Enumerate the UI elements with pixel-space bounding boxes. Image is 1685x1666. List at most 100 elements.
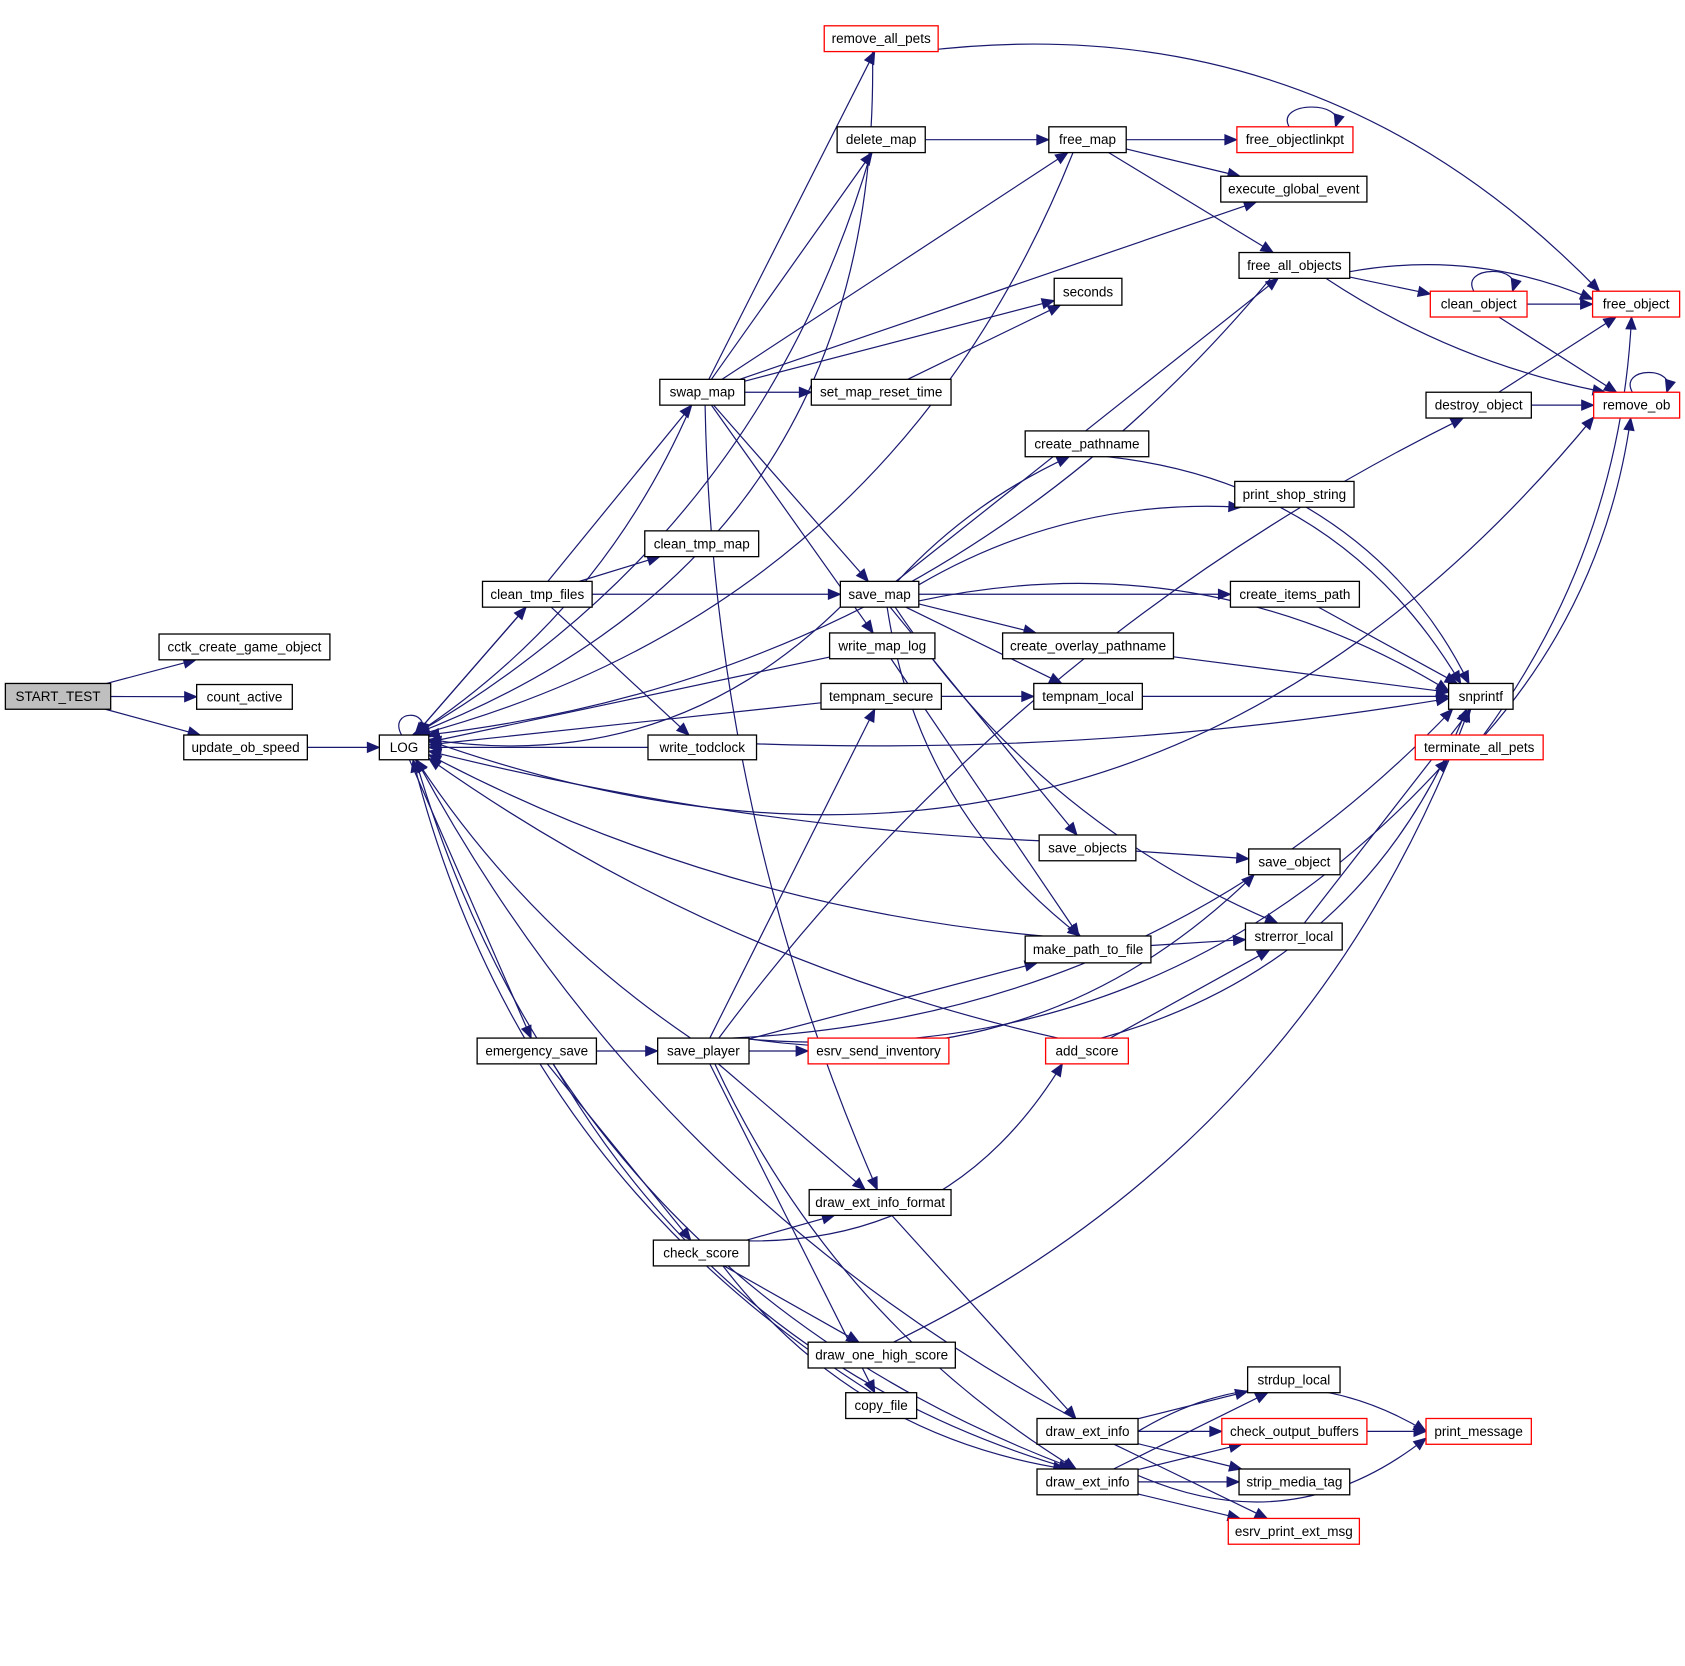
node-START-TEST[interactable]: START_TEST <box>4 682 112 710</box>
node-LOG[interactable]: LOG <box>378 734 430 761</box>
node-strdup-local[interactable]: strdup_local <box>1246 1366 1341 1394</box>
node-write-map-log[interactable]: write_map_log <box>828 632 936 660</box>
node-draw-one-high-score[interactable]: draw_one_high_score <box>807 1341 956 1369</box>
node-box[interactable] <box>1038 834 1137 862</box>
node-save-object[interactable]: save_object <box>1248 848 1341 876</box>
node-execute-global-event[interactable]: execute_global_event <box>1220 175 1368 203</box>
node-box[interactable] <box>820 682 943 710</box>
node-save-map[interactable]: save_map <box>839 580 920 608</box>
node-box[interactable] <box>4 682 112 710</box>
node-remove-ob[interactable]: remove_ob <box>1593 391 1681 419</box>
node-box[interactable] <box>481 580 593 608</box>
node-box[interactable] <box>183 734 308 761</box>
node-clean-tmp-files[interactable]: clean_tmp_files <box>481 580 593 608</box>
node-cctk-create-game-object[interactable]: cctk_create_game_object <box>158 633 331 661</box>
node-box[interactable] <box>1001 632 1175 660</box>
node-box[interactable] <box>1425 1417 1532 1445</box>
node-box[interactable] <box>1425 391 1532 419</box>
node-box[interactable] <box>1447 682 1514 710</box>
node-free-map[interactable]: free_map <box>1048 126 1127 154</box>
node-draw-ext-info-b[interactable]: draw_ext_info <box>1036 1468 1139 1496</box>
node-make-path-to-file[interactable]: make_path_to_file <box>1024 935 1152 964</box>
node-tempnam-local[interactable]: tempnam_local <box>1033 682 1143 710</box>
node-save-objects[interactable]: save_objects <box>1038 834 1137 862</box>
node-box[interactable] <box>836 126 926 154</box>
node-swap-map[interactable]: swap_map <box>659 378 746 406</box>
node-box[interactable] <box>1053 277 1123 306</box>
node-terminate-all-pets[interactable]: terminate_all_pets <box>1414 734 1544 761</box>
node-create-pathname[interactable]: create_pathname <box>1024 430 1150 458</box>
node-box[interactable] <box>378 734 430 761</box>
node-box[interactable] <box>1036 1417 1139 1445</box>
node-draw-ext-info-a[interactable]: draw_ext_info <box>1036 1417 1139 1445</box>
node-box[interactable] <box>810 378 952 406</box>
node-box[interactable] <box>659 378 746 406</box>
node-box[interactable] <box>657 1037 750 1065</box>
node-box[interactable] <box>1429 290 1528 318</box>
node-box[interactable] <box>1048 126 1127 154</box>
node-box[interactable] <box>647 734 758 761</box>
node-box[interactable] <box>845 1392 918 1420</box>
node-write-todclock[interactable]: write_todclock <box>647 734 758 761</box>
node-save-player[interactable]: save_player <box>657 1037 750 1065</box>
node-tempnam-secure[interactable]: tempnam_secure <box>820 682 943 710</box>
node-box[interactable] <box>1248 848 1341 876</box>
node-box[interactable] <box>1238 251 1351 279</box>
node-box[interactable] <box>807 1037 950 1065</box>
node-box[interactable] <box>808 1188 952 1217</box>
node-print-message[interactable]: print_message <box>1425 1417 1532 1445</box>
node-box[interactable] <box>1220 175 1368 203</box>
node-box[interactable] <box>1591 290 1681 318</box>
node-free-object[interactable]: free_object <box>1591 290 1681 318</box>
node-box[interactable] <box>1236 126 1354 154</box>
node-strip-media-tag[interactable]: strip_media_tag <box>1238 1468 1351 1496</box>
node-box[interactable] <box>1221 1417 1368 1445</box>
node-free-objectlinkpt[interactable]: free_objectlinkpt <box>1236 126 1354 154</box>
node-seconds[interactable]: seconds <box>1053 277 1123 306</box>
node-create-items-path[interactable]: create_items_path <box>1229 580 1361 608</box>
node-snprintf[interactable]: snprintf <box>1447 682 1514 710</box>
node-box[interactable] <box>476 1037 598 1065</box>
node-box[interactable] <box>1033 682 1143 710</box>
node-box[interactable] <box>1414 734 1544 761</box>
node-free-all-objects[interactable]: free_all_objects <box>1238 251 1351 279</box>
node-esrv-send-inventory[interactable]: esrv_send_inventory <box>807 1037 950 1065</box>
node-clean-tmp-map[interactable]: clean_tmp_map <box>644 530 760 558</box>
node-emergency-save[interactable]: emergency_save <box>476 1037 598 1065</box>
node-box[interactable] <box>1044 1037 1129 1065</box>
node-box[interactable] <box>839 580 920 608</box>
node-box[interactable] <box>1229 580 1361 608</box>
node-box[interactable] <box>823 25 939 53</box>
node-create-overlay-pathname[interactable]: create_overlay_pathname <box>1001 632 1175 660</box>
node-box[interactable] <box>1024 935 1152 964</box>
node-box[interactable] <box>828 632 936 660</box>
node-box[interactable] <box>1593 391 1681 419</box>
node-print-shop-string[interactable]: print_shop_string <box>1234 480 1355 508</box>
node-delete-map[interactable]: delete_map <box>836 126 926 154</box>
node-add-score[interactable]: add_score <box>1044 1037 1129 1065</box>
node-box[interactable] <box>1238 1468 1351 1496</box>
node-draw-ext-info-format[interactable]: draw_ext_info_format <box>808 1188 952 1217</box>
node-box[interactable] <box>1227 1517 1361 1545</box>
node-box[interactable] <box>1024 430 1150 458</box>
node-count-active[interactable]: count_active <box>196 683 293 710</box>
node-strerror-local[interactable]: strerror_local <box>1244 922 1343 951</box>
node-set-map-reset-time[interactable]: set_map_reset_time <box>810 378 952 406</box>
node-box[interactable] <box>1244 922 1343 951</box>
node-check-output-buffers[interactable]: check_output_buffers <box>1221 1417 1368 1445</box>
node-box[interactable] <box>1234 480 1355 508</box>
node-remove-all-pets[interactable]: remove_all_pets <box>823 25 939 53</box>
node-box[interactable] <box>652 1239 750 1267</box>
node-destroy-object[interactable]: destroy_object <box>1425 391 1532 419</box>
node-box[interactable] <box>158 633 331 661</box>
node-clean-object[interactable]: clean_object <box>1429 290 1528 318</box>
node-check-score[interactable]: check_score <box>652 1239 750 1267</box>
node-box[interactable] <box>644 530 760 558</box>
node-esrv-print-ext-msg[interactable]: esrv_print_ext_msg <box>1227 1517 1361 1545</box>
node-box[interactable] <box>1036 1468 1139 1496</box>
node-copy-file[interactable]: copy_file <box>845 1392 918 1420</box>
node-box[interactable] <box>196 683 293 710</box>
node-update-ob-speed[interactable]: update_ob_speed <box>183 734 308 761</box>
node-box[interactable] <box>1246 1366 1341 1394</box>
node-box[interactable] <box>807 1341 956 1369</box>
